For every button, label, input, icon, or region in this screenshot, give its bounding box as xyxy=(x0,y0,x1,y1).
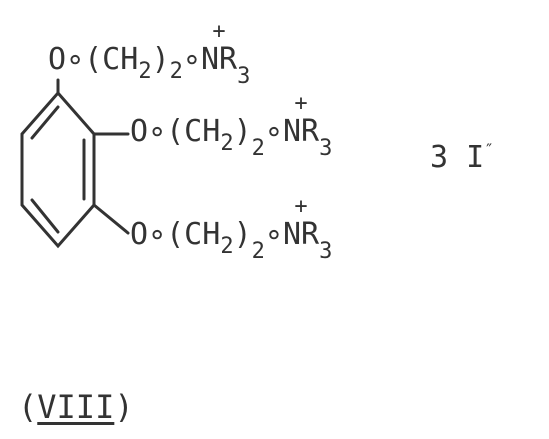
positive-charge: + xyxy=(212,19,226,44)
substituent-lower: O∘(CH2)2∘+NR3 xyxy=(130,196,332,263)
compound-label: (VIII) xyxy=(18,388,134,426)
substituent-middle: O∘(CH2)2∘+NR3 xyxy=(130,93,332,160)
bond-dot: ∘ xyxy=(148,217,167,252)
chain-subscript: 2 xyxy=(251,136,265,161)
close-paren: ) xyxy=(151,42,170,77)
hydrogen-subscript: 2 xyxy=(220,234,234,259)
r-subscript: 3 xyxy=(237,64,251,89)
positive-charge: + xyxy=(294,91,308,116)
double-bond-bottom-left xyxy=(30,198,60,234)
substituent-upper: O∘(CH2)2∘+NR3 xyxy=(48,21,250,88)
oxygen-atom: O xyxy=(130,114,149,149)
label-close-paren: ) xyxy=(114,388,134,426)
double-bond-top-left xyxy=(30,105,60,140)
negative-charge-mark: ″ xyxy=(484,140,494,159)
label-open-paren: ( xyxy=(18,388,38,426)
methylene-group: (CH xyxy=(166,217,221,252)
chain-subscript: 2 xyxy=(251,239,265,264)
ammonium-label: NR xyxy=(282,217,320,252)
hydrogen-subscript: 2 xyxy=(138,59,152,84)
oxygen-atom: O xyxy=(48,42,67,77)
counter-ion-coefficient: 3 xyxy=(430,140,449,175)
methylene-group: (CH xyxy=(84,42,139,77)
close-paren: ) xyxy=(233,217,252,252)
counter-ion: 3 I″ xyxy=(430,140,494,175)
bond-dot: ∘ xyxy=(264,114,283,149)
bond-dot: ∘ xyxy=(66,42,85,77)
methylene-group: (CH xyxy=(166,114,221,149)
hydrogen-subscript: 2 xyxy=(220,131,234,156)
ammonium-label: NR xyxy=(282,114,320,149)
bond-dot: ∘ xyxy=(182,42,201,77)
bond-dot: ∘ xyxy=(264,217,283,252)
bond-lower-oxygen xyxy=(92,203,130,235)
r-subscript: 3 xyxy=(319,239,333,264)
bond-dot: ∘ xyxy=(148,114,167,149)
r-subscript: 3 xyxy=(319,136,333,161)
iodide-symbol: I xyxy=(466,140,485,175)
oxygen-atom: O xyxy=(130,217,149,252)
ammonium-group: +NR xyxy=(282,196,320,252)
label-roman-numeral: VIII xyxy=(37,388,115,426)
ammonium-group: +NR xyxy=(282,93,320,149)
chain-subscript: 2 xyxy=(169,59,183,84)
ammonium-label: NR xyxy=(200,42,238,77)
ammonium-group: +NR xyxy=(200,21,238,77)
positive-charge: + xyxy=(294,194,308,219)
close-paren: ) xyxy=(233,114,252,149)
